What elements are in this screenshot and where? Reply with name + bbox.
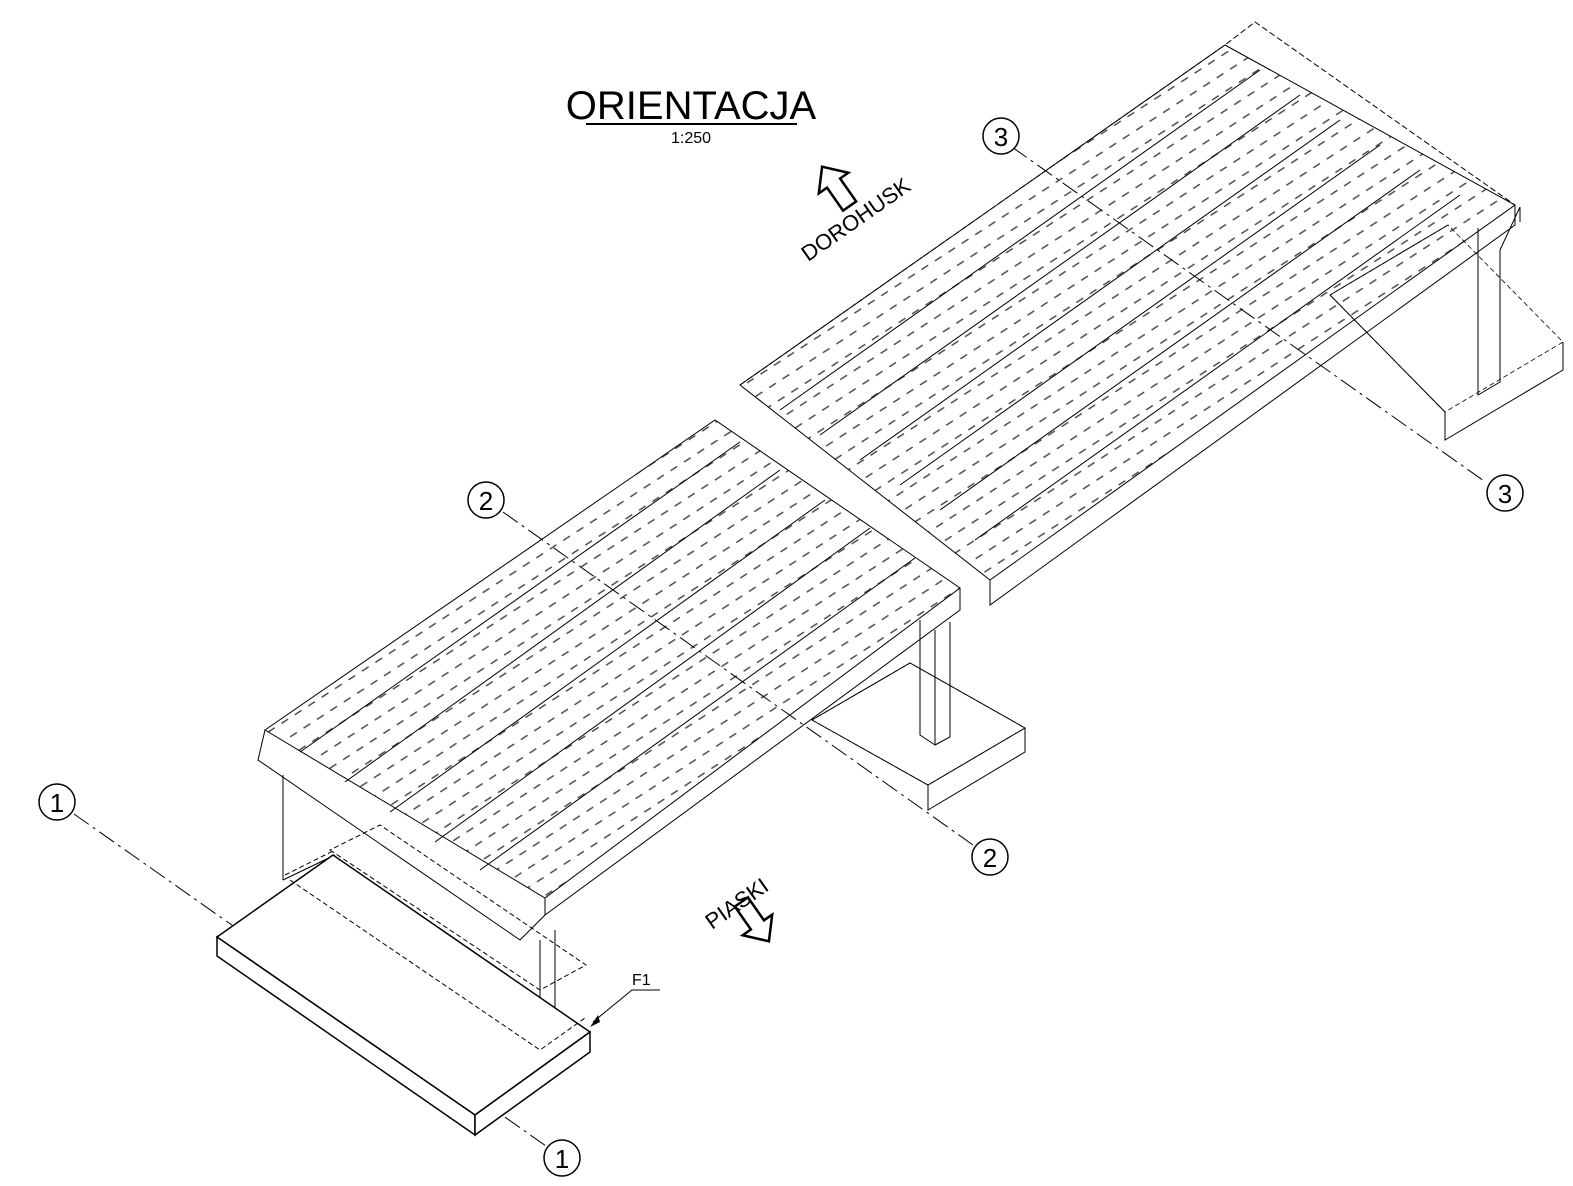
axis-label-3-right: 3 (1498, 479, 1512, 509)
deck-span-near (257, 419, 961, 941)
footing-tag: F1 (590, 972, 660, 1027)
north-direction: DOROHUSK (797, 165, 916, 267)
footing-F1 (215, 849, 592, 1137)
axis-marker-3-left: 3 (982, 117, 1020, 155)
hollow-arrow-icon (733, 895, 774, 943)
drawing-title: ORIENTACJA (566, 84, 817, 128)
axis-marker-2-left: 2 (467, 481, 505, 519)
axis-marker-3-right: 3 (1486, 474, 1524, 512)
axis-label-1-right: 1 (555, 1144, 569, 1174)
circle-marker-icon (971, 838, 1009, 876)
axis-label-2-right: 2 (983, 843, 997, 873)
footing-tag-label: F1 (632, 972, 651, 989)
axis-label-2-left: 2 (479, 486, 493, 516)
hollow-arrow-icon (817, 165, 858, 213)
drawing-scale: 1:250 (671, 130, 711, 147)
footing-2 (810, 662, 1027, 811)
circle-marker-icon (467, 481, 505, 519)
column-2 (919, 620, 951, 746)
circle-marker-icon (982, 117, 1020, 155)
circle-marker-icon (1486, 474, 1524, 512)
axis-marker-2-right: 2 (971, 838, 1009, 876)
axis-marker-1-right: 1 (543, 1139, 581, 1177)
deck-span-far (739, 21, 1516, 606)
axis-label-1-left: 1 (50, 788, 64, 818)
axis-marker-1-left: 1 (38, 783, 76, 821)
south-direction: PIASKI (701, 873, 774, 943)
circle-marker-icon (543, 1139, 581, 1177)
drawing-title-block: ORIENTACJA 1:250 (566, 84, 817, 147)
circle-marker-icon (38, 783, 76, 821)
pier-3 (1477, 206, 1521, 396)
north-direction-label: DOROHUSK (797, 173, 916, 267)
axis-label-3-left: 3 (994, 122, 1008, 152)
